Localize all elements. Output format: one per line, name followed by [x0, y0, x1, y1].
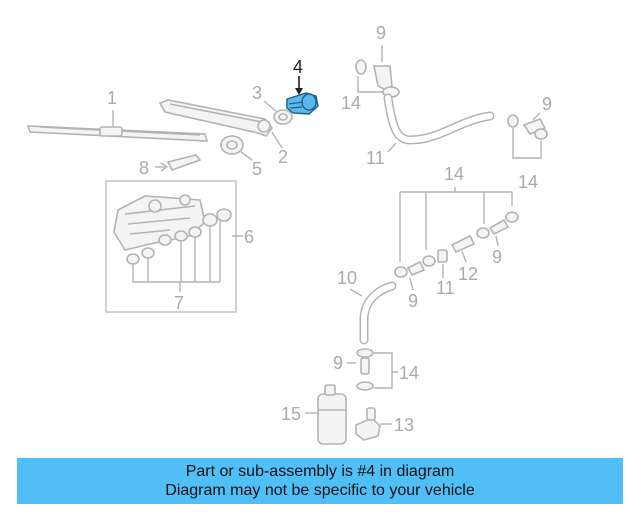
cap-part[interactable]: [273, 109, 293, 125]
hose-chain-parts[interactable]: [394, 211, 519, 278]
callout-1: 1: [107, 88, 117, 108]
callout-14-bottom-leader: [374, 352, 398, 389]
connector-part-right[interactable]: [507, 114, 548, 140]
callout-9-mid-leader: [409, 277, 414, 291]
bottom-clip-parts[interactable]: [356, 348, 374, 391]
callout-9-bottom: 9: [333, 353, 343, 373]
callout-15: 15: [281, 404, 301, 424]
callout-14-bottom: 14: [399, 363, 419, 383]
callout-9-mid: 9: [408, 291, 418, 311]
plug-part[interactable]: [166, 154, 202, 171]
callout-4-arrow: [295, 88, 303, 95]
callout-3-leader: [263, 100, 277, 112]
wiper-blade-part[interactable]: [26, 125, 209, 142]
callout-14-right: 14: [518, 172, 538, 192]
callout-7-leader: [132, 221, 221, 283]
callout-11-top-leader: [387, 142, 397, 153]
grommet-set[interactable]: [126, 208, 232, 265]
callout-6: 6: [244, 227, 254, 247]
callout-9-mid2-leader: [495, 235, 499, 247]
callout-3: 3: [252, 83, 262, 103]
callout-11-mid: 11: [436, 278, 455, 298]
wiper-arm-part[interactable]: [158, 99, 274, 137]
washer-pump-part[interactable]: [317, 384, 347, 445]
callout-14-mid-leader: [399, 187, 513, 262]
callout-10-leader: [349, 288, 363, 297]
washer-hose-part[interactable]: [383, 93, 495, 145]
callout-13: 13: [394, 415, 414, 435]
parts-diagram: 1 2 3 4 5 8: [26, 23, 552, 445]
banner-line-disclaimer: Diagram may not be specific to your vehi…: [165, 482, 475, 499]
callout-9-mid2: 9: [492, 247, 502, 267]
motor-assembly-box: [105, 180, 237, 313]
callout-12-leader: [461, 250, 467, 263]
callout-4: 4: [293, 57, 303, 77]
callout-5-leader: [240, 151, 253, 161]
callout-2-leader: [271, 131, 283, 149]
callout-5: 5: [252, 159, 262, 179]
callout-9-right: 9: [542, 94, 552, 114]
callout-9-top: 9: [376, 23, 386, 43]
callout-14-right-leader: [512, 128, 542, 159]
callout-8: 8: [139, 158, 149, 178]
highlighted-part-4[interactable]: [286, 92, 319, 115]
banner-line-part: Part or sub-assembly is #4 in diagram: [185, 463, 455, 480]
pivot-part[interactable]: [220, 135, 244, 155]
callout-14-top: 14: [341, 93, 361, 113]
callout-7: 7: [174, 293, 184, 313]
callout-12: 12: [458, 264, 478, 284]
info-banner: Part or sub-assembly is #4 in diagram Di…: [17, 458, 623, 504]
callout-2: 2: [278, 147, 288, 167]
callout-14-mid: 14: [444, 164, 464, 184]
lower-hose-part[interactable]: [359, 281, 397, 345]
callout-10: 10: [337, 268, 357, 288]
callout-14-top-leader: [357, 76, 383, 93]
callout-11-top: 11: [366, 148, 385, 168]
nozzle-part[interactable]: [355, 407, 381, 441]
callout-9-right-leader: [532, 112, 541, 121]
